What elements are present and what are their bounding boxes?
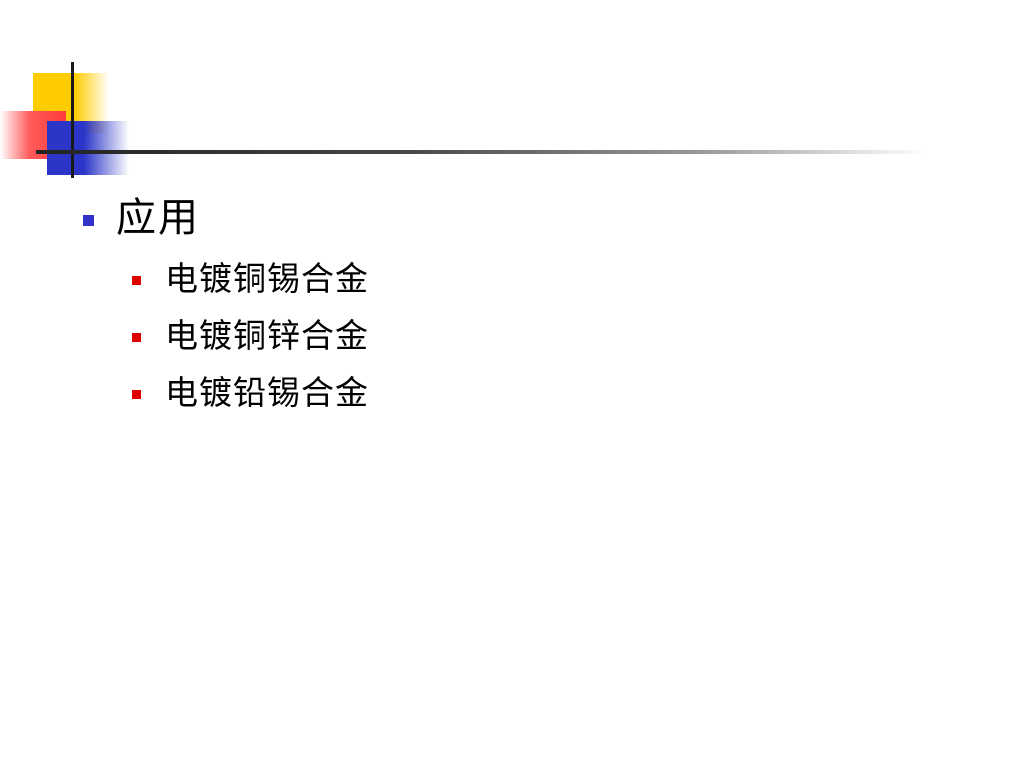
bullet-list: 应用 电镀铜锡合金 电镀铜锌合金 电镀铅锡合金 bbox=[80, 193, 980, 421]
title-divider-line bbox=[36, 150, 926, 154]
bullet-item-level1: 应用 bbox=[80, 193, 980, 243]
sub-bullet-item: 电镀铜锡合金 bbox=[132, 250, 980, 307]
sub-bullet-item: 电镀铅锡合金 bbox=[132, 364, 980, 421]
sub-bullet-label: 电镀铜锌合金 bbox=[165, 315, 369, 355]
square-bullet-icon bbox=[132, 390, 141, 399]
square-bullet-icon bbox=[132, 333, 141, 342]
square-bullet-icon bbox=[83, 214, 94, 226]
sub-bullet-list: 电镀铜锡合金 电镀铜锌合金 电镀铅锡合金 bbox=[80, 250, 980, 421]
bullet-heading: 应用 bbox=[116, 195, 200, 241]
sub-bullet-label: 电镀铅锡合金 bbox=[165, 372, 369, 412]
decor-blue-square bbox=[47, 121, 129, 175]
decor-vertical-line bbox=[71, 62, 74, 178]
square-bullet-icon bbox=[132, 276, 141, 285]
sub-bullet-label: 电镀铜锡合金 bbox=[165, 258, 369, 298]
sub-bullet-item: 电镀铜锌合金 bbox=[132, 307, 980, 364]
